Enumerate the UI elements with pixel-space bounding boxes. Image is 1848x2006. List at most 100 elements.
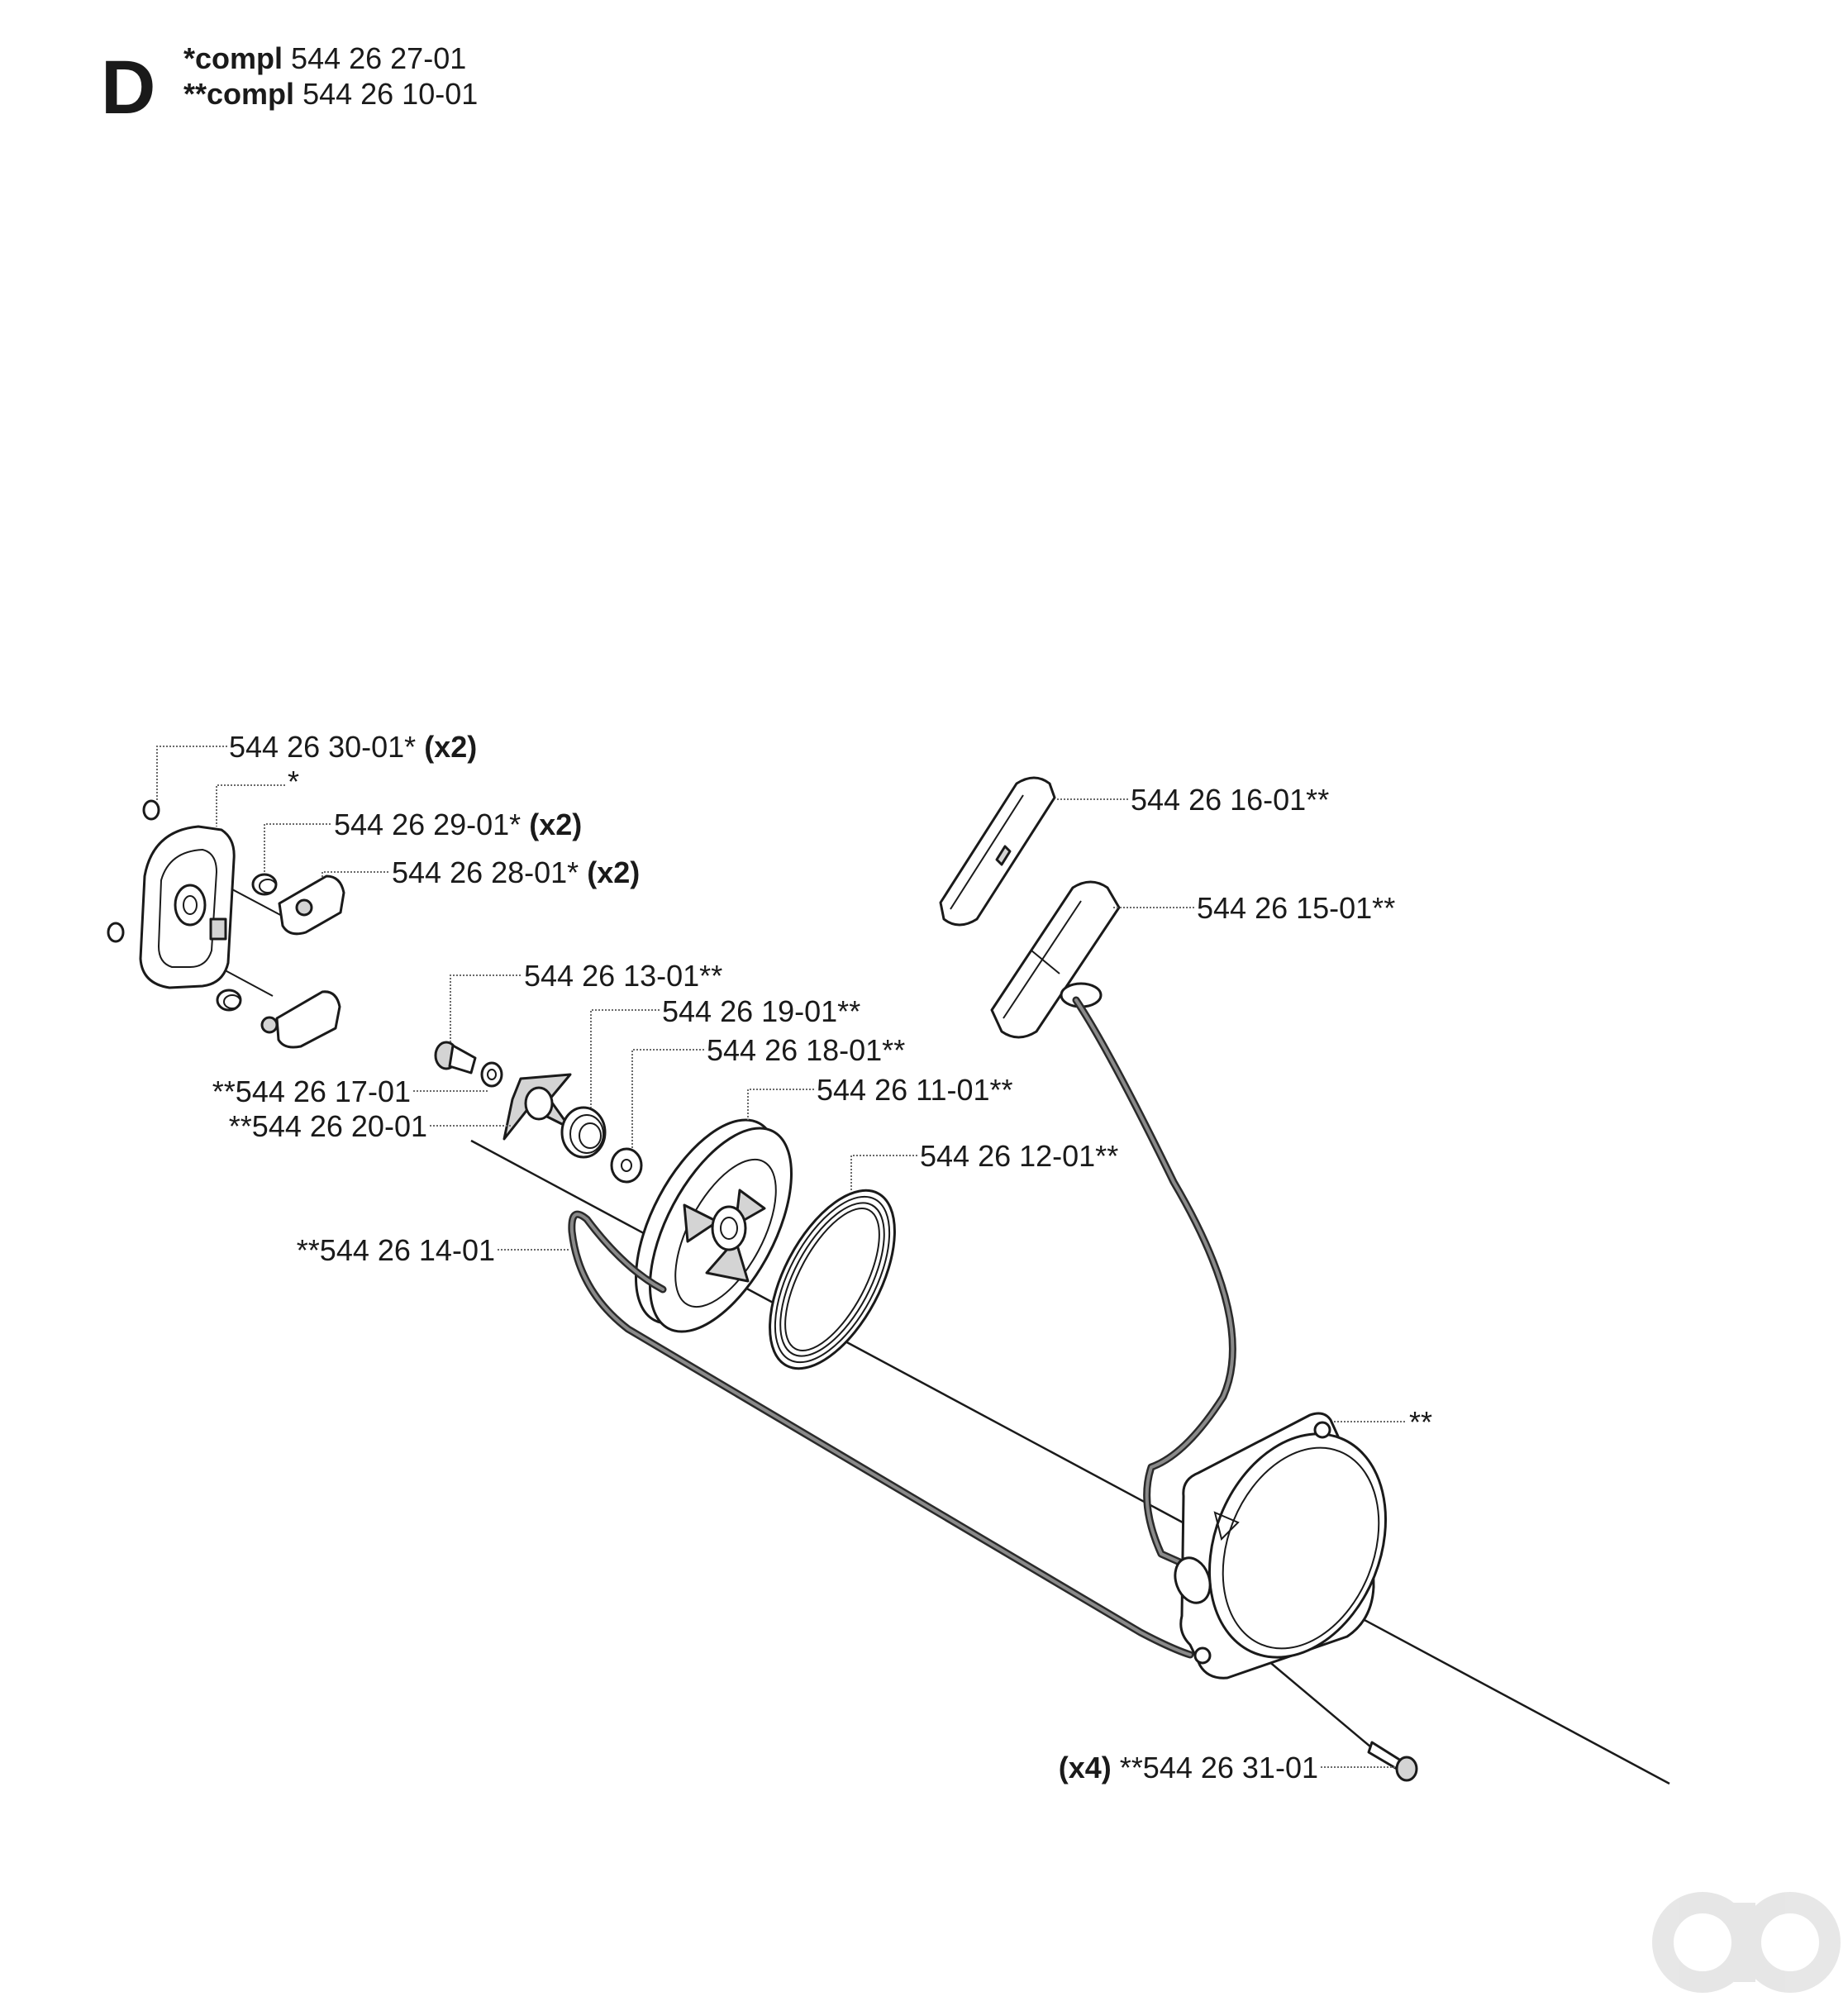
- housing-mount-hole-bottom: [1193, 1646, 1212, 1665]
- callout-1601: 544 26 16-01**: [1131, 783, 1329, 817]
- compl-line-2: **compl 544 26 10-01: [183, 77, 478, 111]
- compl-line-1: *compl 544 26 27-01: [183, 41, 466, 75]
- callout-1901-part: 544 26 19-01**: [662, 994, 860, 1028]
- callout-3001: 544 26 30-01* (x2): [229, 730, 477, 764]
- handle-lower-cross: [1031, 950, 1060, 974]
- pawl-spring-upper-b: [259, 879, 277, 893]
- coil-ring-3: [779, 1202, 885, 1357]
- starter-handle-lower-part: [990, 880, 1121, 1039]
- callout-1401: **544 26 14-01: [297, 1233, 495, 1267]
- washer-inner: [487, 1069, 497, 1080]
- callout-3101: (x4) **544 26 31-01: [1059, 1751, 1318, 1784]
- center-screw-part: [434, 1041, 477, 1074]
- section-letter: D: [101, 45, 155, 130]
- spring-coil-2: [569, 1114, 604, 1154]
- leader-2901: [264, 823, 331, 874]
- pawl-upper-pin: [295, 898, 313, 917]
- callout-2801-part: 544 26 28-01*: [392, 855, 579, 889]
- callout-2801-qty: (x2): [587, 855, 640, 889]
- cover-hub: [174, 884, 207, 927]
- callout-1401-part: **544 26 14-01: [297, 1233, 495, 1267]
- leader-1201: [850, 1155, 917, 1190]
- leader-1101: [747, 1089, 814, 1120]
- pawl-carrier-hub: [524, 1086, 554, 1121]
- cover-inner-rim: [157, 848, 218, 968]
- housing-mount-hole-top: [1313, 1421, 1331, 1439]
- leader-star: [216, 784, 285, 827]
- callout-housing-part: **: [1409, 1405, 1432, 1439]
- callout-2001: **544 26 20-01: [229, 1109, 427, 1143]
- cover-lug: [209, 917, 227, 941]
- starter-rope-part: [568, 996, 1236, 1659]
- callout-1101-part: 544 26 11-01**: [817, 1073, 1013, 1107]
- leader-lines: [156, 746, 1405, 1768]
- assembly-axes: [164, 867, 1670, 1785]
- leader-1301: [450, 974, 521, 1043]
- pawl-carrier-part: [502, 1073, 572, 1141]
- thin-washer-part: [610, 1147, 643, 1184]
- pulley-spoke-3: [705, 1238, 750, 1283]
- starter-rope-core: [569, 1213, 1192, 1656]
- cover-hub-hole: [183, 895, 198, 915]
- callout-labels: 544 26 30-01* (x2) * 544 26 29-01* (x2) …: [212, 730, 1432, 1784]
- starter-housing-part: [1174, 1412, 1388, 1680]
- pawl-spring-lower-b: [223, 994, 241, 1009]
- callout-2001-part: **544 26 20-01: [229, 1109, 427, 1143]
- recoil-spring-small: [560, 1106, 607, 1159]
- spring-coil-3: [579, 1122, 602, 1149]
- handle-rope-core: [1074, 998, 1235, 1572]
- callout-1801: 544 26 18-01**: [707, 1033, 905, 1067]
- leader-1801: [631, 1049, 704, 1149]
- thin-washer-outer: [610, 1147, 643, 1184]
- pulley-cover-part: [107, 799, 236, 989]
- coil-ring-2: [774, 1195, 891, 1364]
- leader-1901: [590, 1009, 660, 1108]
- housing-arrow-mark: [1213, 1511, 1240, 1541]
- handle-upper-slot: [995, 845, 1012, 866]
- starter-handle-upper-part: [939, 776, 1056, 927]
- callout-1201: 544 26 12-01**: [920, 1139, 1118, 1173]
- coil-outer: [769, 1189, 896, 1370]
- pulley-hub: [711, 1205, 747, 1251]
- leader-2801: [321, 871, 388, 878]
- leader-3001: [156, 746, 227, 802]
- handle-lower-body: [990, 880, 1121, 1039]
- starter-pulley-part: [634, 1118, 793, 1333]
- washer-part: [480, 1061, 503, 1088]
- callout-2801: 544 26 28-01* (x2): [392, 855, 640, 889]
- callout-housing: **: [1409, 1405, 1432, 1439]
- callout-1801-part: 544 26 18-01**: [707, 1033, 905, 1067]
- pawl-lower-pin: [260, 1016, 279, 1034]
- callout-1501-part: 544 26 15-01**: [1197, 891, 1395, 925]
- washer-outer: [480, 1061, 503, 1088]
- callout-1601-part: 544 26 16-01**: [1131, 783, 1329, 817]
- pawls: [260, 874, 345, 1049]
- callout-star: *: [288, 765, 299, 798]
- callout-1101: 544 26 11-01**: [817, 1073, 1013, 1107]
- compl-line-2-prefix: **compl: [183, 77, 294, 111]
- callout-3101-part: **544 26 31-01: [1120, 1751, 1318, 1784]
- e-clip-upper: [142, 799, 160, 821]
- housing-screw-head: [1395, 1756, 1418, 1782]
- callout-2901-qty: (x2): [529, 808, 582, 841]
- callout-1301: 544 26 13-01**: [524, 959, 722, 993]
- center-screw-shank: [448, 1044, 477, 1074]
- handle-upper-edge: [950, 794, 1024, 910]
- housing-screw-part: [1367, 1741, 1418, 1782]
- handle-upper-body: [939, 776, 1056, 927]
- e-clip-lower: [107, 922, 125, 943]
- callout-1901: 544 26 19-01**: [662, 994, 860, 1028]
- callout-2901-part: 544 26 29-01*: [334, 808, 521, 841]
- rope-guide-eyelet: [1174, 1556, 1212, 1604]
- recoil-spring-coil-part: [769, 1189, 896, 1370]
- callout-1701: **544 26 17-01: [212, 1074, 411, 1108]
- ao-logo-icon: [1652, 1892, 1841, 1993]
- pulley-hub-hole: [720, 1217, 738, 1240]
- callout-1701-part: **544 26 17-01: [212, 1074, 411, 1108]
- callout-1201-part: 544 26 12-01**: [920, 1139, 1118, 1173]
- callout-1501: 544 26 15-01**: [1197, 891, 1395, 925]
- compl-line-1-prefix: *compl: [183, 41, 283, 75]
- callout-3001-part: 544 26 30-01*: [229, 730, 416, 764]
